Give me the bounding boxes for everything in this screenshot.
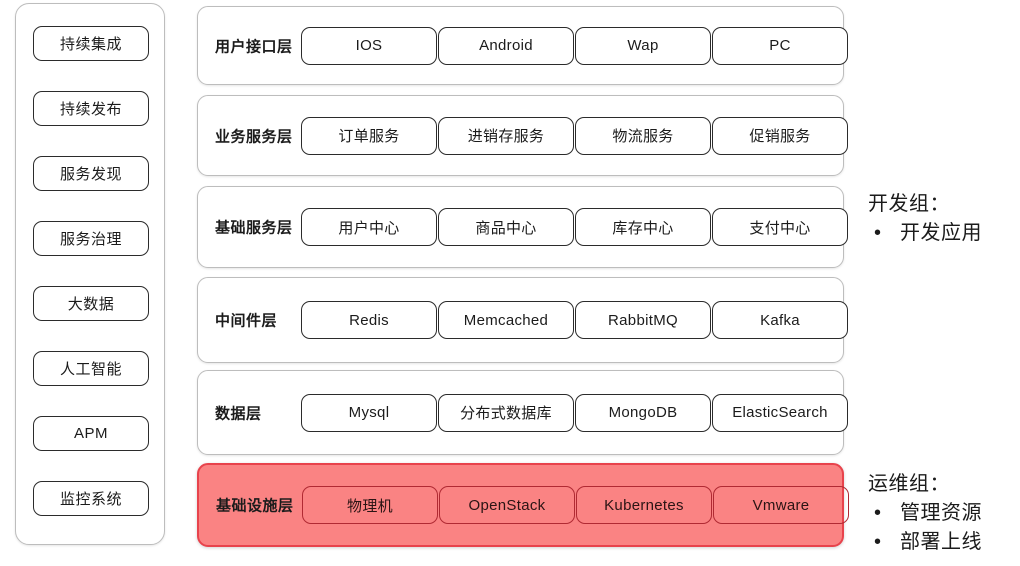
layer-5-chip-1[interactable]: Mysql [301, 393, 437, 432]
layer-4-chip-3[interactable]: RabbitMQ [575, 301, 711, 339]
sidebar-item-8[interactable]: 监控系统 [33, 481, 149, 516]
layer-4-chip-1[interactable]: Redis [301, 301, 437, 339]
layer-5-chip-3[interactable]: MongoDB [575, 393, 711, 432]
bullet-dot-icon: • [874, 502, 882, 524]
layer-label-2: 业务服务层 [215, 128, 293, 145]
sidebar-item-4[interactable]: 服务治理 [33, 221, 149, 256]
layer-5-chip-2[interactable]: 分布式数据库 [438, 393, 574, 432]
sidebar-item-5[interactable]: 大数据 [33, 286, 149, 321]
layer-2-chip-1[interactable]: 订单服务 [301, 116, 437, 155]
annotation-2-bullet-1-label: 管理资源 [900, 502, 982, 524]
layer-6-chip-3[interactable]: Kubernetes [576, 486, 712, 524]
layer-2-chip-3[interactable]: 物流服务 [575, 116, 711, 155]
sidebar-item-6[interactable]: 人工智能 [33, 351, 149, 386]
annotation-2: 运维组： • 管理资源 • 部署上线 [868, 470, 982, 557]
sidebar-item-7[interactable]: APM [33, 416, 149, 451]
layer-label-4: 中间件层 [215, 312, 278, 330]
annotation-1-title: 开发组： [868, 193, 950, 215]
layer-6-chip-1[interactable]: 物理机 [302, 486, 438, 524]
sidebar-item-1[interactable]: 持续集成 [33, 26, 149, 61]
layer-5-chip-4[interactable]: ElasticSearch [712, 393, 848, 432]
layer-4-chip-2[interactable]: Memcached [438, 301, 574, 339]
layer-1-chip-4[interactable]: PC [712, 26, 848, 65]
annotation-2-bullet-2-label: 部署上线 [900, 531, 982, 553]
layer-2-chip-2[interactable]: 进销存服务 [438, 116, 574, 155]
layer-6-chip-2[interactable]: OpenStack [439, 486, 575, 524]
layer-1-chip-1[interactable]: IOS [301, 26, 437, 65]
annotation-1: 开发组： • 开发应用 [868, 190, 982, 248]
layer-label-3: 基础服务层 [215, 219, 293, 237]
layer-row-3: 基础服务层用户中心商品中心库存中心支付中心 [197, 186, 848, 268]
layer-3-chip-2[interactable]: 商品中心 [438, 208, 574, 246]
annotation-2-title: 运维组： [868, 473, 950, 495]
bullet-dot-icon: • [874, 531, 882, 553]
devops-sidebar: 持续集成持续发布服务发现服务治理大数据人工智能 APM 监控系统 [15, 3, 165, 545]
annotation-1-bullet-1: • 开发应用 [868, 219, 982, 248]
layer-1-chip-2[interactable]: Android [438, 26, 574, 65]
layer-4-chip-4[interactable]: Kafka [712, 301, 848, 339]
layer-6-chip-4[interactable]: Vmware [713, 486, 849, 524]
layer-label-1: 用户接口层 [215, 38, 293, 55]
layer-2-chip-4[interactable]: 促销服务 [712, 116, 848, 155]
layer-label-6: 基础设施层 [216, 497, 294, 515]
annotation-2-bullet-2: • 部署上线 [868, 528, 982, 557]
annotation-2-bullet-1: • 管理资源 [868, 499, 982, 528]
sidebar-item-2[interactable]: 持续发布 [33, 91, 149, 126]
layer-3-chip-4[interactable]: 支付中心 [712, 208, 848, 246]
layer-label-5: 数据层 [215, 405, 262, 422]
bullet-dot-icon: • [874, 222, 882, 244]
layer-row-2: 业务服务层订单服务进销存服务物流服务促销服务 [197, 95, 848, 176]
layer-1-chip-3[interactable]: Wap [575, 26, 711, 65]
layer-3-chip-3[interactable]: 库存中心 [575, 208, 711, 246]
annotation-1-bullet-1-label: 开发应用 [900, 222, 982, 244]
sidebar-item-3[interactable]: 服务发现 [33, 156, 149, 191]
layer-3-chip-1[interactable]: 用户中心 [301, 208, 437, 246]
